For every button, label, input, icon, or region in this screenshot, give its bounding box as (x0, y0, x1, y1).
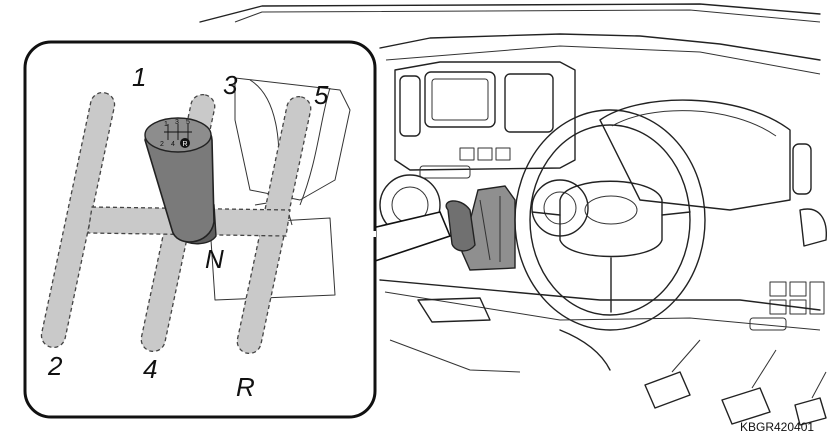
side-knob-right (800, 209, 826, 246)
steering-wheel (515, 110, 705, 330)
gear-3-label: 3 (223, 70, 238, 100)
clutch-pedal (645, 372, 690, 408)
shift-pattern-inset: 1 3 5 2 4 R 1 3 5 2 4 R N (25, 42, 376, 417)
knob-label-2: 2 (160, 141, 164, 148)
switch-2 (790, 282, 806, 296)
neutral-label: N (205, 244, 224, 274)
wheel-spokes (532, 212, 690, 312)
lower-panel-line (390, 340, 520, 372)
reverse-label: R (236, 372, 255, 402)
climate-slider (420, 166, 470, 178)
control-button-1 (460, 148, 474, 160)
control-button-3 (496, 148, 510, 160)
steering-column-cover (560, 330, 610, 370)
dash-top-surface (380, 34, 820, 60)
center-stack-outline (395, 62, 575, 170)
clutch-pedal-arm (672, 340, 700, 372)
brake-pedal (722, 388, 770, 424)
control-button-2 (478, 148, 492, 160)
gear-2-label: 2 (47, 351, 63, 381)
center-vent-left (400, 76, 420, 136)
knob-label-4: 4 (171, 141, 175, 148)
lower-dash-line (385, 292, 820, 330)
brake-pedal-arm (752, 350, 776, 388)
gear-4-label: 4 (143, 354, 157, 384)
knob-label-5: 5 (186, 119, 190, 126)
gear-5-label: 5 (314, 80, 329, 110)
knob-label-r: R (183, 141, 188, 148)
wheel-emblem (585, 196, 637, 224)
lower-storage-slot (418, 298, 490, 322)
wheel-rim-inner (530, 125, 690, 315)
center-vent-right (505, 74, 553, 132)
instrument-cluster (600, 100, 790, 210)
switch-1 (770, 282, 786, 296)
pedals (645, 340, 826, 425)
knob-label-3: 3 (175, 119, 179, 126)
lower-dash-edge (380, 280, 820, 310)
dash-top-inner-edge (235, 10, 820, 22)
wheel-rim-outer (515, 110, 705, 330)
accelerator-pedal-arm (812, 372, 826, 398)
image-code: KBGR420401 (740, 420, 814, 434)
center-display (425, 72, 495, 127)
wheel-hub (560, 181, 662, 256)
display-screen (432, 79, 488, 120)
side-vent-right (793, 144, 811, 194)
gear-1-label: 1 (132, 62, 146, 92)
switch-3 (770, 300, 786, 314)
dash-shift-knob (446, 201, 475, 251)
knob-label-1: 1 (164, 121, 168, 128)
